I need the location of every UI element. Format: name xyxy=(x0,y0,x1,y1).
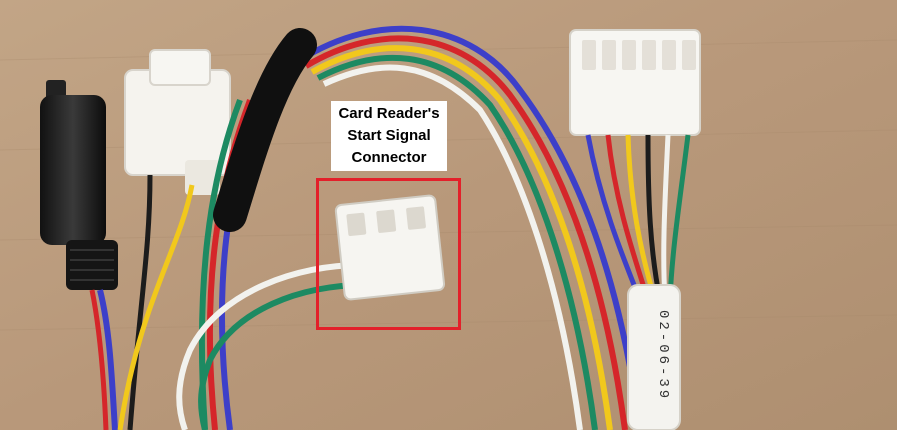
sleeve-marking: 02-06-39 xyxy=(655,310,671,401)
start-signal-connector xyxy=(334,194,446,301)
caption-line-3: Connector xyxy=(351,149,427,166)
white-connector-top-left xyxy=(117,49,231,430)
label-sleeve: 02-06-39 xyxy=(627,284,681,430)
caption-line-2: Start Signal xyxy=(347,127,431,144)
heat-shrink-sleeve xyxy=(213,28,317,232)
six-pin-wires xyxy=(585,134,691,301)
audio-jack xyxy=(40,80,118,430)
connector-highlight-box xyxy=(316,178,461,330)
six-pin-connector xyxy=(569,29,701,136)
main-cable-bundle xyxy=(198,25,643,430)
caption-line-1: Card Reader's xyxy=(338,105,440,122)
annotation-caption: Card Reader's Start Signal Connector xyxy=(331,101,447,171)
